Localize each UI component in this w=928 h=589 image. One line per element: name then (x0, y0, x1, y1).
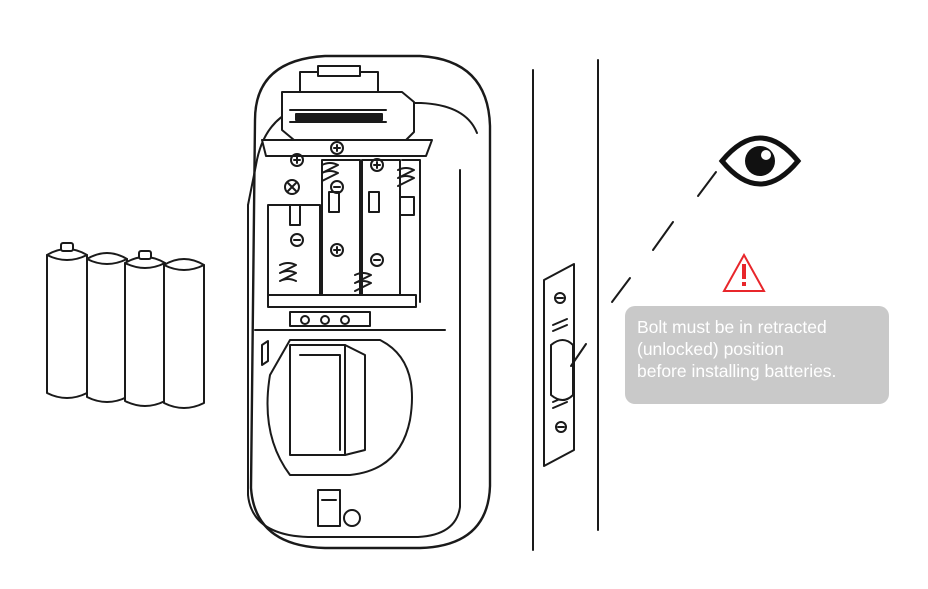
motor-housing (261, 65, 433, 157)
mounting-bar (254, 311, 446, 331)
thumbturn (261, 339, 413, 476)
bottom-slot (317, 489, 361, 527)
warning-line-3: before installing batteries. (637, 361, 837, 381)
door-edge (532, 59, 599, 551)
strike-plate (543, 263, 575, 467)
lock-interior-body (247, 54, 492, 550)
battery-2 (86, 252, 128, 403)
battery-1 (46, 242, 88, 399)
battery-4 (163, 258, 205, 409)
battery-3 (124, 250, 166, 407)
sight-line (570, 171, 717, 367)
warning-callout: Bolt must be in retracted (unlocked) pos… (625, 306, 889, 404)
warning-triangle-icon (722, 252, 766, 292)
eye-icon (718, 135, 802, 187)
aa-batteries (46, 242, 205, 409)
warning-line-2: (unlocked) position (637, 339, 784, 359)
warning-line-1: Bolt must be in retracted (637, 317, 827, 337)
battery-compartment (267, 141, 421, 308)
